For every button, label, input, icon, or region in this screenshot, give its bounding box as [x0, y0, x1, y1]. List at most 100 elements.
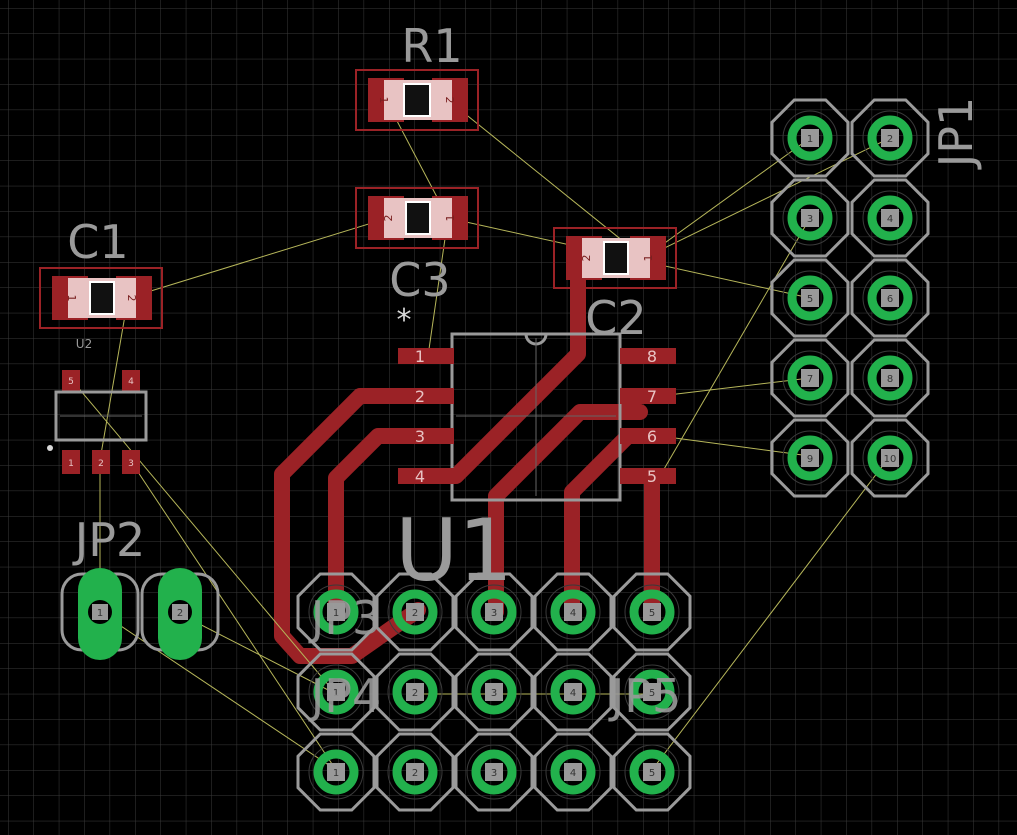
header-row2-pin-4-keepout: [545, 664, 601, 720]
u1-pad-3-number: 3: [415, 427, 425, 446]
header-row3-pin-1[interactable]: 1: [296, 732, 376, 812]
jp1-pin-7-outline: [770, 338, 850, 418]
jp1-pin-6-keepout: [862, 270, 918, 326]
u2-pad-2-number: 2: [98, 459, 104, 469]
u2-pad-2[interactable]: [92, 450, 110, 474]
u1-pad-3[interactable]: [398, 428, 454, 444]
header-row1-pin-4-ring: [550, 589, 596, 635]
header-row3-pin-5-drill: [643, 763, 661, 781]
jp2-drill: [172, 604, 188, 620]
header-row2-pin-5[interactable]: 5: [612, 652, 692, 732]
u1-pad-5-number: 5: [647, 467, 657, 486]
jp1-pin-3-keepout: [782, 190, 838, 246]
header-row3-pin-1-outline: [296, 732, 376, 812]
jp1-pin-1[interactable]: 1: [770, 98, 850, 178]
u2-label: U2: [76, 337, 92, 351]
header-row1-pin-2[interactable]: 2: [375, 572, 455, 652]
jp1-pin-6-drill: [881, 289, 899, 307]
header-row1-pin-1-ring: [313, 589, 359, 635]
header-row3-pin-4-keepout: [545, 744, 601, 800]
jp1-pin-7[interactable]: 7: [770, 338, 850, 418]
c2-component[interactable]: 2 1 C2: [553, 227, 677, 345]
jp2-pin-1[interactable]: 1: [60, 568, 140, 660]
header-row3-pin-2-keepout: [387, 744, 443, 800]
header-row2-pin-1[interactable]: 1: [296, 652, 376, 732]
u1-pad-8[interactable]: [620, 348, 676, 364]
u1-pad-1[interactable]: [398, 348, 454, 364]
c2-center: [603, 241, 629, 275]
u2-pad-4[interactable]: [122, 370, 140, 392]
jp1-pin-4[interactable]: 4: [850, 178, 930, 258]
jp5-label: JP5: [608, 669, 682, 723]
jp1-pin-3[interactable]: 3: [770, 178, 850, 258]
u1-pad-7[interactable]: [620, 388, 676, 404]
u2-pad-1-number: 1: [68, 459, 74, 469]
header-row2-pin-2[interactable]: 2: [375, 652, 455, 732]
jp1-pin-10-number: 10: [884, 454, 897, 465]
u1-pad-5[interactable]: [620, 468, 676, 484]
header-row1-pin-3-ring: [471, 589, 517, 635]
r1-silk-outline: [355, 69, 479, 131]
header-row2-pin-4[interactable]: 4: [533, 652, 613, 732]
u1-pad-2-number: 2: [415, 387, 425, 406]
r1-pad-2-number: 2: [443, 97, 456, 104]
jp1-pin-4-drill: [881, 209, 899, 227]
c1-component[interactable]: 1 2 C1: [39, 215, 163, 329]
copper-traces: [274, 244, 676, 664]
u1-pad-8-number: 8: [647, 347, 657, 366]
u2-pad-3[interactable]: [122, 450, 140, 474]
jp1-pin-7-keepout: [782, 350, 838, 406]
u1-pad-4-number: 4: [415, 467, 425, 486]
u1-pad-6[interactable]: [620, 428, 676, 444]
u1-pad-2[interactable]: [398, 388, 454, 404]
jp1-pin-8-ring: [867, 355, 913, 401]
jp2-pin-2[interactable]: 2: [140, 568, 220, 660]
u1-pad-4[interactable]: [398, 468, 454, 484]
header-row1-pin-1-number: 1: [333, 608, 339, 619]
u1-pad-6-number: 6: [647, 427, 657, 446]
u2-pad-5[interactable]: [62, 370, 80, 392]
jp1-pin-2[interactable]: 2: [850, 98, 930, 178]
header-row3-pin-1-drill: [327, 763, 345, 781]
header-row3-pin-3-drill: [485, 763, 503, 781]
header-row3-pin-5[interactable]: 5: [612, 732, 692, 812]
header-row1-pin-5[interactable]: 5: [612, 572, 692, 652]
header-row3-pin-2-ring: [392, 749, 438, 795]
header-row1-pin-4-number: 4: [570, 608, 576, 619]
header-row2-pin-3-keepout: [466, 664, 522, 720]
jp1-pin-8[interactable]: 8: [850, 338, 930, 418]
header-row1-pin-2-number: 2: [412, 608, 418, 619]
header-row3-pin-2[interactable]: 2: [375, 732, 455, 812]
c2-label: C2: [585, 291, 646, 345]
header-row2-pin-3[interactable]: 3: [454, 652, 534, 732]
r1-center: [403, 83, 431, 117]
u2-component[interactable]: U2 5 4 1 2 3: [47, 337, 148, 474]
header-row1-pin-3[interactable]: 3: [454, 572, 534, 652]
u2-pad-3-number: 3: [128, 459, 134, 469]
header-row1-pin-4-outline: [533, 572, 613, 652]
jp1-pin-5[interactable]: 5: [770, 258, 850, 338]
header-row1-pin-5-outline: [612, 572, 692, 652]
r1-component[interactable]: 1 2 R1: [355, 19, 479, 131]
jp1-pin-4-number: 4: [887, 214, 893, 225]
jp1-pin-10[interactable]: 10: [850, 418, 930, 498]
jp1-pin-9[interactable]: 9: [770, 418, 850, 498]
c3-component[interactable]: 2 1 C3: [355, 187, 479, 307]
header-row1-pin-1-drill: [327, 603, 345, 621]
header-row2-pin-2-drill: [406, 683, 424, 701]
u2-pad-1[interactable]: [62, 450, 80, 474]
header-row1-pin-4[interactable]: 4: [533, 572, 613, 652]
header-row3-pin-2-drill: [406, 763, 424, 781]
header-row1-pin-1[interactable]: 1: [296, 572, 376, 652]
header-row3-pin-3[interactable]: 3: [454, 732, 534, 812]
header-row3-pin-4[interactable]: 4: [533, 732, 613, 812]
r1-label: R1: [401, 19, 462, 73]
header-row2-pin-2-ring: [392, 669, 438, 715]
header-row1-pin-2-outline: [375, 572, 455, 652]
jp1-pin-6[interactable]: 6: [850, 258, 930, 338]
